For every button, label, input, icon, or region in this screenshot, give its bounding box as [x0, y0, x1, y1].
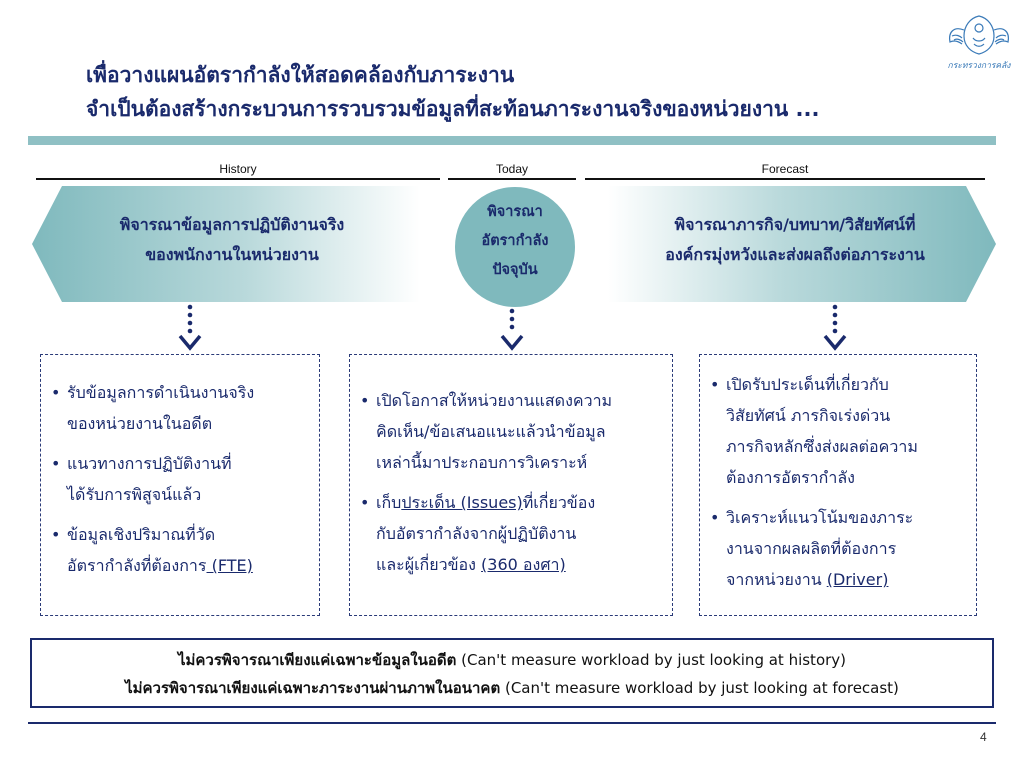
history-bullet-3: ข้อมูลเชิงปริมาณที่วัด อัตรากำลังที่ต้อง…: [41, 519, 319, 581]
today-line-2: อัตรากำลัง: [481, 233, 549, 249]
warning-note-box: ไม่ควรพิจารณาเพียงแค่เฉพาะข้อมูลในอดีต (…: [30, 638, 994, 708]
today-circle-text: พิจารณา อัตรากำลัง ปัจจุบัน: [455, 198, 575, 285]
forecast-bullet-2-pre: จากหน่วยงาน: [726, 570, 827, 589]
phase-forecast-line: [585, 178, 985, 180]
history-bullet-2-line-1: แนวทางการปฏิบัติงานที่: [67, 454, 232, 473]
today-bullet-2-line-3-pre: และผู้เกี่ยวข้อง: [376, 555, 482, 574]
note-line-1-thai: ไม่ควรพิจารณาเพียงแค่เฉพาะข้อมูลในอดีต: [177, 651, 457, 669]
today-bullet-1-line-2: คิดเห็น/ข้อเสนอแนะแล้วนำข้อมูล: [376, 422, 606, 441]
today-arrowhead-icon: [500, 334, 524, 351]
today-bullet-2-line-2: กับอัตรากำลังจากผู้ปฏิบัติงาน: [376, 524, 577, 543]
today-arrow-icon: [509, 308, 515, 330]
history-arrow-icon: [187, 304, 193, 334]
footer-divider: [28, 722, 996, 724]
forecast-bullet-1-line-2: วิสัยทัศน์ ภารกิจเร่งด่วน: [726, 406, 891, 425]
forecast-bullet-1-line-3: ภารกิจหลักซึ่งส่งผลต่อความ: [726, 437, 918, 456]
history-bullet-3-line-2: อัตรากำลังที่ต้องการ (FTE): [67, 550, 319, 581]
forecast-bullet-1-line-4: ต้องการอัตรากำลัง: [726, 468, 855, 487]
today-bullet-2-line-3: และผู้เกี่ยวข้อง (360 องศา): [376, 549, 672, 580]
today-bullet-2: เก็บประเด็น (Issues)ที่เกี่ยวข้อง กับอัต…: [350, 487, 672, 580]
fte-link[interactable]: (FTE): [206, 556, 253, 575]
today-bullet-2-post: ที่เกี่ยวข้อง: [522, 493, 596, 512]
history-bullet-1-line-2: ของหน่วยงานในอดีต: [67, 414, 213, 433]
history-banner-line-2: ของพนักงานในหน่วยงาน: [145, 245, 319, 264]
history-detail-box: รับข้อมูลการดำเนินงานจริง ของหน่วยงานในอ…: [40, 354, 320, 616]
timeline-banners: [32, 186, 996, 334]
forecast-detail-box: เปิดรับประเด็นที่เกี่ยวกับ วิสัยทัศน์ ภา…: [699, 354, 977, 616]
title-line-1: เพื่อวางแผนอัตรากำลังให้สอดคล้องกับภาระง…: [86, 63, 515, 87]
issues-link[interactable]: ประเด็น (Issues): [401, 493, 523, 512]
arrow-heads: [178, 334, 847, 351]
forecast-bullet-2-line-2: งานจากผลผลิตที่ต้องการ: [726, 539, 897, 558]
today-line-1: พิจารณา: [487, 204, 543, 220]
history-arrowhead-icon: [178, 334, 202, 351]
phase-today-label: Today: [495, 162, 529, 176]
driver-link[interactable]: (Driver): [826, 570, 889, 589]
forecast-arrow-icon: [832, 304, 838, 334]
note-line-2-english: (Can't measure workload by just looking …: [500, 679, 899, 697]
forecast-banner-line-1: พิจารณาภารกิจ/บทบาท/วิสัยทัศน์ที่: [674, 215, 916, 234]
phase-history-label: History: [219, 162, 257, 176]
forecast-bullet-2-line-3: จากหน่วยงาน (Driver): [726, 564, 976, 595]
note-line-1-english: (Can't measure workload by just looking …: [456, 651, 847, 669]
phase-forecast-label: Forecast: [761, 162, 809, 176]
today-bullet-2-pre: เก็บ: [376, 493, 402, 512]
page-number: 4: [980, 730, 987, 744]
360-degree-link[interactable]: (360 องศา): [481, 555, 566, 574]
forecast-bullet-2: วิเคราะห์แนวโน้มของภาระ งานจากผลผลิตที่ต…: [700, 502, 976, 595]
history-bullet-2: แนวทางการปฏิบัติงานที่ ได้รับการพิสูจน์แ…: [41, 448, 319, 510]
forecast-bullet-1: เปิดรับประเด็นที่เกี่ยวกับ วิสัยทัศน์ ภา…: [700, 369, 976, 493]
phase-history-line: [36, 178, 440, 180]
note-line-2-thai: ไม่ควรพิจารณาเพียงแค่เฉพาะภาระงานผ่านภาพ…: [125, 679, 501, 697]
forecast-bullet-2-line-1: วิเคราะห์แนวโน้มของภาระ: [726, 508, 914, 527]
forecast-banner-text: พิจารณาภารกิจ/บทบาท/วิสัยทัศน์ที่ องค์กร…: [615, 210, 975, 270]
note-line-2: ไม่ควรพิจารณาเพียงแค่เฉพาะภาระงานผ่านภาพ…: [32, 674, 992, 702]
history-banner-line-1: พิจารณาข้อมูลการปฏิบัติงานจริง: [119, 215, 345, 234]
history-bullet-2-line-2: ได้รับการพิสูจน์แล้ว: [67, 485, 202, 504]
logo-text: กระทรวงการคลัง: [948, 61, 1012, 71]
title-divider-bar: [28, 136, 996, 145]
history-banner-shape: [32, 186, 420, 302]
slide-title: เพื่อวางแผนอัตรากำลังให้สอดคล้องกับภาระง…: [86, 58, 819, 126]
forecast-banner-shape: [608, 186, 996, 302]
history-bullet-1-line-1: รับข้อมูลการดำเนินงานจริง: [67, 383, 255, 402]
forecast-banner-line-2: องค์กรมุ่งหวังและส่งผลถึงต่อภาระงาน: [665, 245, 925, 264]
today-line-3: ปัจจุบัน: [492, 262, 538, 278]
history-banner-text: พิจารณาข้อมูลการปฏิบัติงานจริง ของพนักงา…: [62, 210, 402, 270]
today-detail-box: เปิดโอกาสให้หน่วยงานแสดงความ คิดเห็น/ข้อ…: [349, 354, 673, 616]
today-bullet-1-line-1: เปิดโอกาสให้หน่วยงานแสดงความ: [376, 391, 613, 410]
forecast-bullet-1-line-1: เปิดรับประเด็นที่เกี่ยวกับ: [726, 375, 889, 394]
today-circle: [455, 187, 575, 307]
garuda-emblem-icon: กระทรวงการคลัง: [948, 15, 1012, 71]
history-bullet-1: รับข้อมูลการดำเนินงานจริง ของหน่วยงานในอ…: [41, 377, 319, 439]
today-bullet-1-line-3: เหล่านี้มาประกอบการวิเคราะห์: [376, 453, 588, 472]
history-bullet-3-line-1: ข้อมูลเชิงปริมาณที่วัด: [67, 525, 216, 544]
title-line-2: จำเป็นต้องสร้างกระบวนการรวบรวมข้อมูลที่ส…: [86, 97, 820, 121]
phase-today-line: [448, 178, 576, 180]
forecast-arrowhead-icon: [823, 334, 847, 351]
today-bullet-1: เปิดโอกาสให้หน่วยงานแสดงความ คิดเห็น/ข้อ…: [350, 385, 672, 478]
note-line-1: ไม่ควรพิจารณาเพียงแค่เฉพาะข้อมูลในอดีต (…: [32, 646, 992, 674]
today-bullet-2-line-1: เก็บประเด็น (Issues)ที่เกี่ยวข้อง: [376, 487, 672, 518]
history-bullet-3-text: อัตรากำลังที่ต้องการ: [67, 556, 207, 575]
